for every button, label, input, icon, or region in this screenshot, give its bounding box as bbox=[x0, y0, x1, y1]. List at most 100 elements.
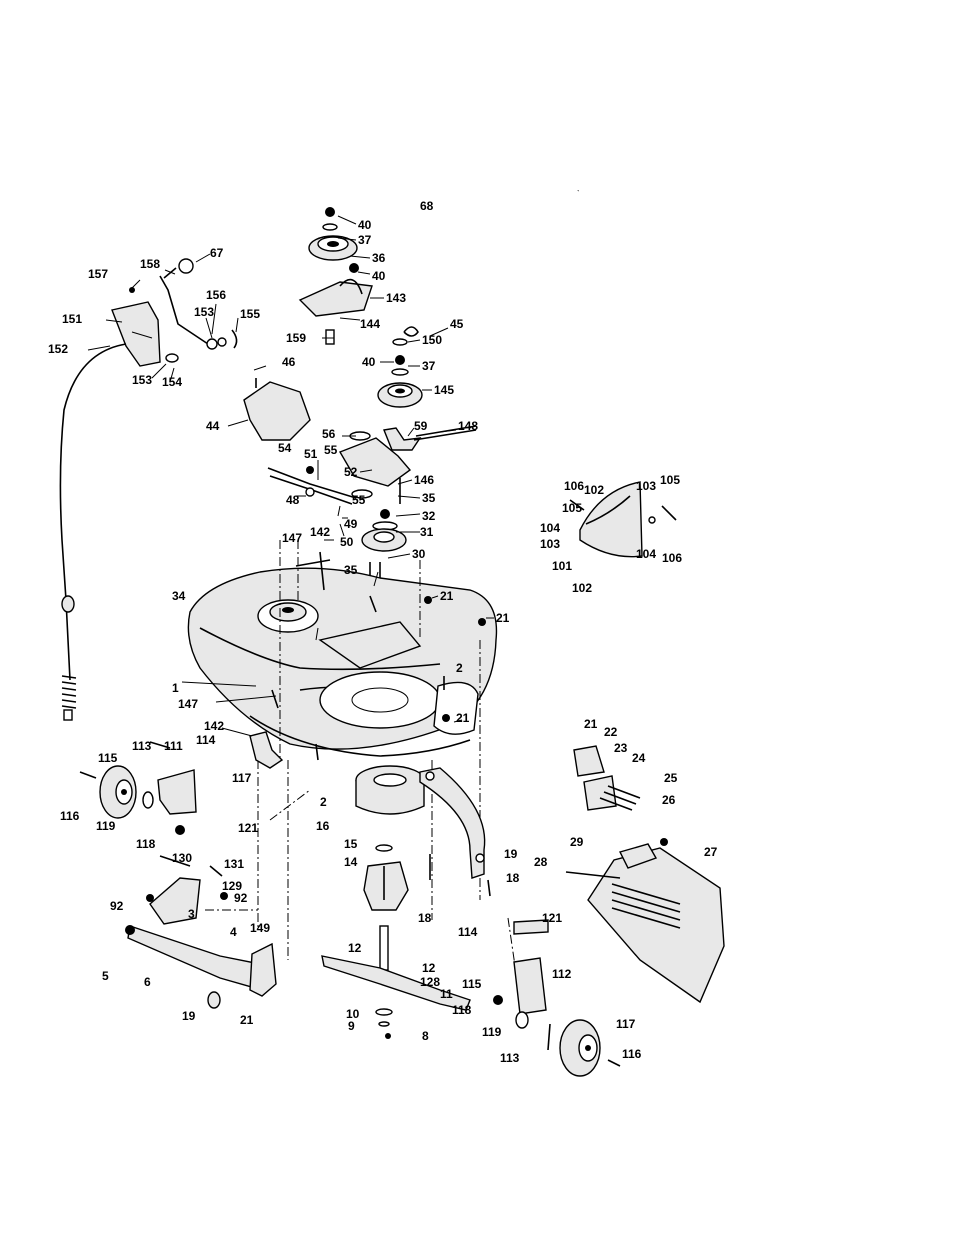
part-label: 105 bbox=[562, 501, 582, 515]
part-label: 32 bbox=[422, 509, 436, 523]
part-label: 8 bbox=[422, 1029, 429, 1043]
part-label: 24 bbox=[632, 751, 646, 765]
upper-idler-pulley bbox=[298, 207, 373, 345]
chute-spring bbox=[573, 745, 668, 846]
lift-cable bbox=[59, 343, 127, 721]
part-label: 147 bbox=[282, 531, 302, 545]
part-label: 129 bbox=[222, 879, 242, 893]
height-adjust-arm bbox=[125, 855, 277, 997]
mulch-cover bbox=[569, 481, 677, 558]
part-label: 21 bbox=[240, 1013, 254, 1027]
part-label: 131 bbox=[224, 857, 244, 871]
part-label: 114 bbox=[196, 733, 216, 747]
part-label: 29 bbox=[570, 835, 584, 849]
part-label: 50 bbox=[340, 535, 354, 549]
part-label: 19 bbox=[182, 1009, 196, 1023]
part-label: 115 bbox=[98, 751, 118, 765]
part-label: 102 bbox=[584, 483, 604, 497]
part-label: 10 bbox=[346, 1007, 360, 1021]
part-label: 105 bbox=[660, 473, 680, 487]
part-label: 27 bbox=[704, 845, 718, 859]
part-label: 145 bbox=[434, 383, 454, 397]
part-label: 40 bbox=[358, 218, 372, 232]
spring-washer bbox=[207, 991, 221, 1009]
part-label: 154 bbox=[162, 375, 182, 389]
part-label: 18 bbox=[418, 911, 432, 925]
part-label: 106 bbox=[564, 479, 584, 493]
part-label: 21 bbox=[496, 611, 510, 625]
part-label: 121 bbox=[542, 911, 562, 925]
part-label: 5 bbox=[102, 969, 109, 983]
part-label: 56 bbox=[322, 427, 336, 441]
part-label: 118 bbox=[452, 1003, 472, 1017]
part-label: 21 bbox=[440, 589, 454, 603]
mower-deck bbox=[187, 567, 498, 757]
part-label: 40 bbox=[372, 269, 386, 283]
part-label: 37 bbox=[422, 359, 436, 373]
part-label: 3 bbox=[188, 907, 195, 921]
part-label: 11 bbox=[440, 987, 453, 1001]
part-label: 18 bbox=[506, 871, 520, 885]
lower-idler-pulley bbox=[377, 326, 423, 408]
part-label: 16 bbox=[316, 819, 330, 833]
part-label: 147 bbox=[178, 697, 198, 711]
part-label: 111 bbox=[164, 739, 183, 753]
part-label: 49 bbox=[344, 517, 358, 531]
part-label: 155 bbox=[240, 307, 260, 321]
part-label: 117 bbox=[232, 771, 252, 785]
part-label: 30 bbox=[412, 547, 426, 561]
part-label: 22 bbox=[604, 725, 618, 739]
discharge-chute bbox=[565, 843, 725, 1004]
part-label: 6 bbox=[144, 975, 151, 989]
part-label: 37 bbox=[358, 233, 372, 247]
part-label: 118 bbox=[136, 837, 156, 851]
part-label: 142 bbox=[204, 719, 224, 733]
part-label: 142 bbox=[310, 525, 330, 539]
left-gauge-wheel bbox=[79, 741, 197, 835]
part-label: 144 bbox=[360, 317, 380, 331]
part-label: 54 bbox=[278, 441, 292, 455]
part-label: 102 bbox=[572, 581, 592, 595]
part-label: 158 bbox=[140, 257, 160, 271]
part-label: 159 bbox=[286, 331, 306, 345]
part-label: 26 bbox=[662, 793, 676, 807]
part-label: 9 bbox=[348, 1019, 355, 1033]
part-label: 117 bbox=[616, 1017, 636, 1031]
part-label: 19 bbox=[504, 847, 518, 861]
part-label: 150 bbox=[422, 333, 442, 347]
part-label: 44 bbox=[206, 419, 220, 433]
front-bracket bbox=[249, 731, 284, 769]
part-label: 119 bbox=[482, 1025, 502, 1039]
part-label: 143 bbox=[386, 291, 406, 305]
part-label: 25 bbox=[664, 771, 678, 785]
part-label: 153 bbox=[194, 305, 214, 319]
part-label: 128 bbox=[420, 975, 440, 989]
part-label: 153 bbox=[132, 373, 152, 387]
part-label: 12 bbox=[422, 961, 436, 975]
part-label: 23 bbox=[614, 741, 628, 755]
drive-belt bbox=[424, 190, 580, 333]
part-label: 106 bbox=[662, 551, 682, 565]
part-label: 67 bbox=[210, 246, 224, 260]
part-label: 121 bbox=[238, 821, 258, 835]
part-label: 114 bbox=[458, 925, 478, 939]
lift-lever-assembly bbox=[111, 258, 238, 367]
part-label: 21 bbox=[584, 717, 598, 731]
part-label: 116 bbox=[60, 809, 80, 823]
part-label: 104 bbox=[540, 521, 560, 535]
part-label: 12 bbox=[348, 941, 362, 955]
part-label: 51 bbox=[304, 447, 318, 461]
part-label: 55 bbox=[352, 493, 366, 507]
part-label: 92 bbox=[110, 899, 124, 913]
leader-lines bbox=[87, 215, 494, 737]
part-label: 149 bbox=[250, 921, 270, 935]
part-label: 148 bbox=[458, 419, 478, 433]
part-label: 113 bbox=[132, 739, 152, 753]
part-label: 34 bbox=[172, 589, 186, 603]
bolts bbox=[271, 551, 491, 897]
part-label: 59 bbox=[414, 419, 428, 433]
part-label: 48 bbox=[286, 493, 300, 507]
part-label: 68 bbox=[420, 199, 434, 213]
part-label: 104 bbox=[636, 547, 656, 561]
